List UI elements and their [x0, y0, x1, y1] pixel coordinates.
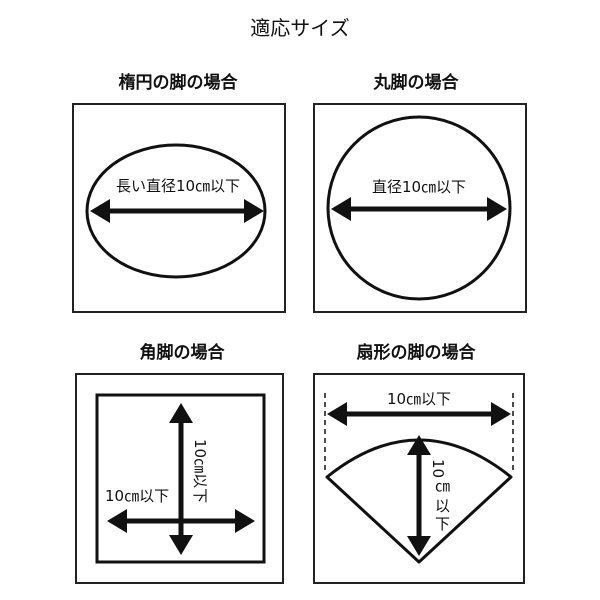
fan-diagram: 10㎝以下 10 ㎝ 以 下: [324, 390, 514, 564]
round-label: 直径10㎝以下: [372, 178, 466, 196]
oval-arrowhead-left: [90, 199, 110, 223]
heading-fan: 扇形の脚の場合: [356, 343, 476, 363]
heading-round: 丸脚の場合: [373, 73, 459, 93]
square-diagram: 10㎝以下 10㎝以下: [95, 393, 266, 564]
fan-arrowhead-left: [327, 402, 347, 426]
fan-label-v-unit: ㎝: [435, 477, 450, 495]
fan-shape: [325, 438, 513, 564]
square-arrowhead-right: [235, 509, 255, 533]
square-shape: [95, 393, 266, 564]
fan-arrowhead-down: [407, 536, 431, 556]
oval-label: 長い直径10㎝以下: [116, 177, 240, 195]
round-shape: [326, 115, 512, 301]
frame-square: 10㎝以下 10㎝以下: [75, 373, 284, 584]
heading-square: 角脚の場合: [139, 343, 225, 363]
oval-arrowhead-right: [244, 199, 264, 223]
page-title: 適応サイズ: [250, 16, 350, 40]
round-diagram: 直径10㎝以下: [326, 115, 512, 301]
square-arrowhead-down: [169, 535, 193, 555]
square-label-h: 10㎝以下: [105, 487, 169, 505]
square-label-v: 10㎝以下: [191, 439, 209, 503]
fan-label-v-rest-1: 以: [435, 497, 450, 515]
square-arrowhead-up: [169, 403, 193, 423]
fan-arrowhead-up: [407, 435, 431, 455]
frame-round: 直径10㎝以下: [313, 103, 527, 313]
round-arrowhead-left: [331, 197, 351, 221]
round-arrowhead-right: [487, 197, 507, 221]
square-arrowhead-left: [107, 509, 127, 533]
fan-label-h: 10㎝以下: [387, 390, 451, 408]
oval-diagram: 長い直径10㎝以下: [85, 143, 267, 279]
fan-arrowhead-right: [491, 402, 511, 426]
oval-shape: [85, 143, 267, 279]
frame-fan: 10㎝以下 10 ㎝ 以 下: [313, 373, 525, 584]
fan-label-v-rest-2: 下: [435, 515, 450, 533]
fan-label-v-number: 10: [429, 459, 447, 478]
heading-oval: 楕円の脚の場合: [118, 73, 238, 93]
frame-oval: 長い直径10㎝以下: [72, 103, 286, 313]
